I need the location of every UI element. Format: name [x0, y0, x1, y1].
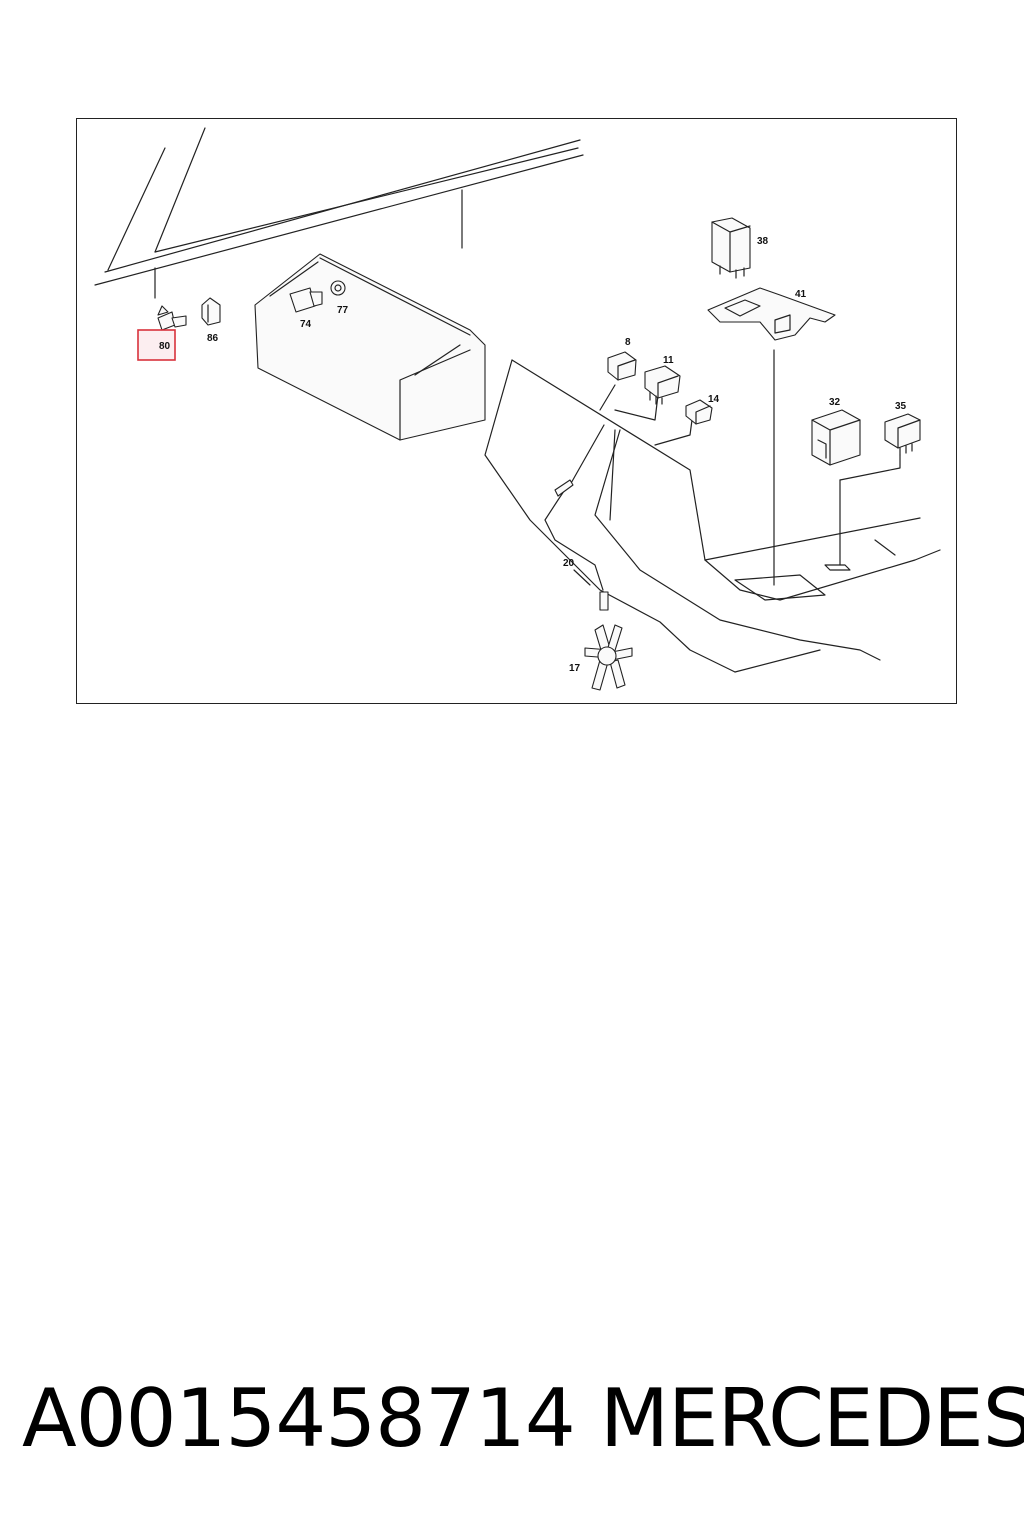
part-80-connector[interactable] — [157, 305, 187, 331]
label-part-86: 86 — [207, 333, 219, 344]
highlight-box-part-80 — [137, 329, 176, 361]
part-86-clip[interactable] — [201, 297, 221, 326]
leader-lines — [569, 349, 901, 586]
label-part-8: 8 — [625, 337, 631, 348]
windshield-outline — [94, 127, 584, 299]
part-41-bracket[interactable] — [707, 287, 836, 341]
part-number-text: A0015458714 — [22, 1372, 576, 1465]
label-part-41: 41 — [795, 289, 807, 300]
brand-text: MERCEDES — [600, 1372, 1024, 1465]
part-8-switch[interactable] — [607, 351, 637, 381]
label-part-11: 11 — [663, 355, 674, 366]
part-17-fan-component[interactable] — [584, 624, 633, 691]
center-console — [484, 359, 941, 673]
part-11-switch[interactable] — [644, 365, 681, 405]
part-38-relay[interactable] — [711, 217, 751, 279]
label-part-20: 20 — [563, 558, 575, 569]
label-part-38: 38 — [757, 236, 769, 247]
label-part-17: 17 — [569, 663, 581, 674]
label-part-80: 80 — [159, 341, 171, 352]
part-32-switch[interactable] — [811, 409, 861, 466]
part-74-switch[interactable] — [289, 287, 323, 313]
label-part-74: 74 — [300, 319, 312, 330]
diagram-frame — [76, 118, 957, 704]
part-20-cable[interactable] — [544, 479, 609, 611]
part-14-switch[interactable] — [685, 399, 713, 425]
parts-diagram: 80 86 74 77 8 11 14 38 41 32 35 20 17 — [94, 127, 941, 691]
label-part-14: 14 — [708, 394, 720, 405]
label-part-77: 77 — [337, 305, 349, 316]
part-77-nut[interactable] — [330, 280, 346, 296]
label-part-32: 32 — [829, 397, 841, 408]
part-35-switch[interactable] — [884, 413, 921, 456]
dashboard-block — [254, 253, 486, 441]
label-part-35: 35 — [895, 401, 907, 412]
caption-bar: A0015458714 MERCEDES — [0, 1372, 1024, 1472]
